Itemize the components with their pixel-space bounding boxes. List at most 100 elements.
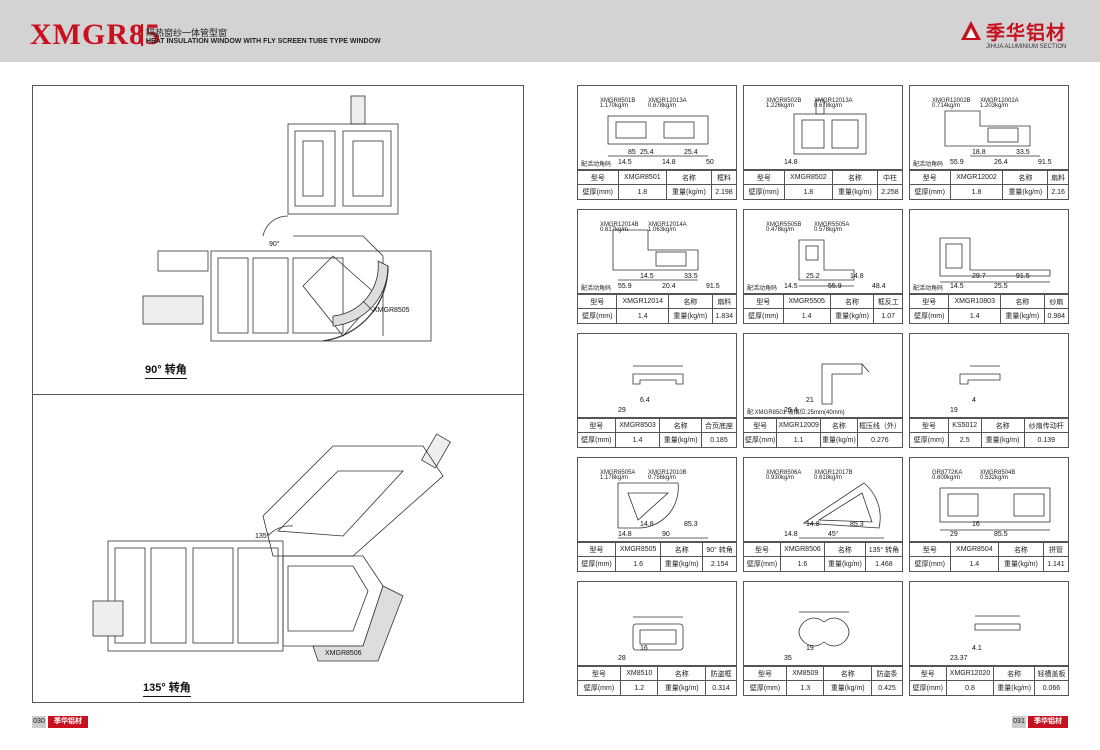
dimension-label: 14.8 (640, 521, 654, 528)
label-name: 名称 (1002, 170, 1049, 185)
label-weight: 重量(kg/m) (819, 432, 858, 448)
dimension-label: 85 (628, 149, 636, 156)
page-header: XMGR85 隔热窗纱一体管型窗 HEAT INSULATION WINDOW … (0, 0, 1100, 62)
dimension-label: 16 (972, 521, 980, 528)
wall-value: 1.4 (948, 308, 1001, 324)
model-value: XMGR12014 (616, 294, 669, 309)
part-label: XMGR12013A (648, 98, 687, 104)
dimension-label: 28 (618, 655, 626, 662)
brand-subtitle: JIHUA ALUMINIUM SECTION (986, 44, 1067, 50)
part-label: 0.756kg/m (648, 475, 676, 481)
label-wall: 壁厚(mm) (743, 680, 787, 696)
name-value: 防盗条 (871, 666, 903, 681)
profile-section-drawing: XMGR8505A1.178kg/mXMGR12010B0.756kg/m14.… (600, 470, 708, 539)
name-value: 中柱 (876, 170, 904, 185)
label-name: 名称 (823, 666, 872, 681)
profile-section-drawing: XMGR8501B1.170kg/mXMGR12013A0.678kg/m14.… (600, 98, 714, 166)
weight-value: 1.834 (711, 308, 738, 324)
weight-value: 1.141 (1042, 556, 1070, 572)
dimension-label: 21 (806, 397, 814, 404)
part-label: 0.578kg/m (814, 227, 842, 233)
page-number-right: 031 (1012, 716, 1026, 728)
dimension-label: 6.4 (640, 397, 650, 404)
label-wall: 壁厚(mm) (577, 432, 616, 448)
name-value: 防盗框 (705, 666, 737, 681)
name-value: 纱扇 (1043, 294, 1070, 309)
caption-135-corner: 135° 转角 (143, 679, 191, 697)
profile-section-drawing: XMGR8506A0.930kg/mXMGR12017B0.618kg/m14.… (766, 470, 884, 539)
footer-logo-left: 季华铝材 (48, 716, 88, 728)
name-value: 框压线（外） (856, 418, 904, 433)
wall-value: 1.6 (780, 556, 825, 572)
profile-note: 配活动角码 (581, 286, 612, 292)
label-weight: 重量(kg/m) (999, 308, 1045, 324)
wall-value: 1.3 (785, 680, 825, 696)
part-label-xmgr8506: XMGR8506 (325, 650, 362, 657)
label-model: 型号 (576, 542, 617, 557)
part-label: XMGR5505B (766, 222, 801, 228)
weight-value: 0.185 (700, 432, 738, 448)
profile-section-drawing: XMGR12014B0.617kg/mXMGR12014A1.063kg/m55… (600, 222, 720, 290)
label-weight: 重量(kg/m) (980, 432, 1025, 448)
part-label: XMGR5505A (814, 222, 849, 228)
dimension-label: 25.2 (806, 273, 820, 280)
weight-value: 1.07 (873, 308, 903, 324)
dimension-label: 14.8 (806, 521, 820, 528)
part-label: 1.203kg/m (980, 103, 1008, 109)
corner-assembly-drawings: 90° XMGR8505 135° XMGR8506 (92, 95, 451, 662)
profile-note: 配活动角码 (747, 286, 778, 292)
weight-value: 2.198 (710, 184, 738, 200)
label-model: 型号 (743, 542, 781, 557)
dimension-label: 19 (806, 645, 814, 652)
label-weight: 重量(kg/m) (823, 556, 866, 572)
dimension-label: 33.5 (1016, 149, 1030, 156)
label-name: 名称 (667, 294, 713, 309)
label-wall: 壁厚(mm) (909, 556, 951, 572)
wall-value: 1.1 (776, 432, 821, 448)
model-value: XMGR12002 (949, 170, 1004, 185)
dimension-label: 25.4 (684, 149, 698, 156)
dimension-label: 85.3 (850, 521, 864, 528)
model-value: XMGR8501 (617, 170, 667, 185)
name-value: 90° 转角 (702, 542, 737, 557)
profile-section-drawing: GR8772KA0.609kg/mXMGR8504B0.532kg/m29168… (932, 470, 1051, 538)
model-value: XMGR8503 (614, 418, 661, 433)
dimension-label: 91.5 (1016, 273, 1030, 280)
label-wall: 壁厚(mm) (577, 184, 619, 200)
part-label: 0.478kg/m (766, 227, 794, 233)
brand-emblem-icon (961, 21, 981, 40)
part-label: 0.678kg/m (814, 103, 842, 109)
dimension-label: 23.37 (950, 655, 968, 662)
dimension-label: 14.5 (618, 159, 632, 166)
dimension-label: 14.8 (850, 273, 864, 280)
name-value: 轻槽盖板 (1033, 666, 1070, 681)
part-label: XMGR12013A (814, 98, 853, 104)
wall-value: 1.8 (949, 184, 1004, 200)
dimension-label: 35 (784, 655, 792, 662)
name-value: 合页底座 (700, 418, 738, 433)
label-weight: 重量(kg/m) (831, 184, 878, 200)
label-name: 名称 (823, 542, 866, 557)
profile-section-drawing: 194 (950, 365, 1001, 414)
series-title-en: HEAT INSULATION WINDOW WITH FLY SCREEN T… (146, 38, 381, 45)
